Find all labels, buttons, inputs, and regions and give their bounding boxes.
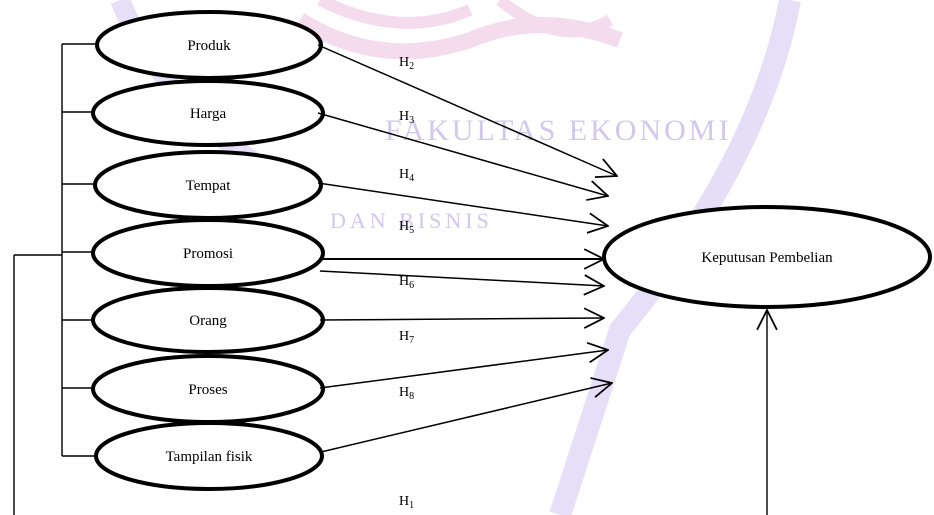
h1-path bbox=[13, 254, 767, 515]
node-produk-label: Produk bbox=[187, 38, 231, 54]
label-h3: H3 bbox=[399, 109, 414, 126]
hypothesis-arrows bbox=[317, 44, 617, 453]
node-orang: Orang bbox=[91, 286, 325, 354]
label-h8: H8 bbox=[399, 385, 414, 402]
node-harga-label: Harga bbox=[190, 106, 227, 122]
arrow-h6 bbox=[319, 270, 604, 286]
node-keputusan-pembelian: Keputusan Pembelian bbox=[602, 205, 932, 309]
label-h2: H2 bbox=[399, 55, 414, 72]
node-tampilan-fisik-label: Tampilan fisik bbox=[166, 449, 253, 465]
hypothesis-labels: H2 H3 H4 H5 H6 H7 H8 H1 bbox=[399, 55, 414, 511]
arrow-h8 bbox=[319, 350, 608, 389]
arrow-h9 bbox=[320, 383, 612, 453]
node-tempat: Tempat bbox=[93, 150, 323, 220]
node-tampilan-fisik: Tampilan fisik bbox=[94, 421, 324, 491]
label-h6: H6 bbox=[399, 274, 414, 291]
node-promosi: Promosi bbox=[91, 218, 325, 288]
label-h7: H7 bbox=[399, 329, 414, 346]
node-promosi-label: Promosi bbox=[183, 246, 233, 262]
node-produk: Produk bbox=[95, 10, 323, 80]
arrow-h7 bbox=[319, 318, 604, 320]
arrow-h2 bbox=[317, 44, 617, 176]
label-h1: H1 bbox=[399, 494, 414, 511]
watermark-line-2: DAN BISNIS bbox=[330, 208, 493, 233]
arrow-h4 bbox=[317, 182, 608, 226]
left-bracket bbox=[61, 43, 98, 457]
label-h4: H4 bbox=[399, 167, 414, 184]
node-tempat-label: Tempat bbox=[186, 178, 232, 194]
node-keputusan-pembelian-label: Keputusan Pembelian bbox=[701, 250, 833, 266]
arrow-h3 bbox=[317, 112, 608, 196]
node-orang-label: Orang bbox=[189, 313, 227, 329]
node-harga: Harga bbox=[91, 79, 325, 147]
watermark-line-1: FAKULTAS EKONOMI bbox=[385, 114, 731, 147]
node-proses-label: Proses bbox=[188, 382, 227, 398]
node-proses: Proses bbox=[91, 354, 325, 424]
label-h5: H5 bbox=[399, 219, 414, 236]
